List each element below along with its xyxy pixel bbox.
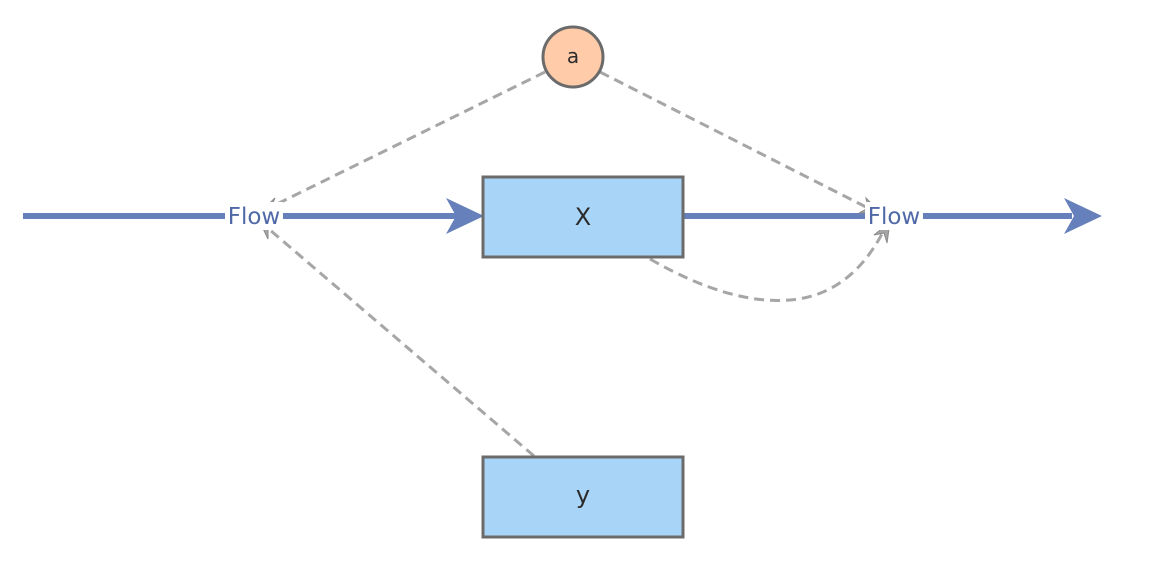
flow-out-label: Flow — [868, 204, 921, 230]
stock-y-label: y — [576, 481, 590, 509]
link-x-to-flow-out-line — [649, 231, 885, 302]
stock-x[interactable]: X — [481, 175, 685, 259]
flow-in-label: Flow — [228, 204, 281, 230]
stock-x-label: X — [575, 203, 591, 231]
stock-y[interactable]: y — [481, 455, 685, 539]
auxiliary-a[interactable]: a — [541, 25, 605, 89]
stock-x-box — [481, 175, 685, 259]
flow-in-label-bg — [225, 202, 283, 230]
stock-y-box — [481, 455, 685, 539]
auxiliary-a-label: a — [567, 44, 579, 68]
flow-in-label-group[interactable]: Flow — [225, 202, 283, 230]
flow-in-arrowhead — [446, 198, 484, 234]
flow-out-arrowhead — [1064, 198, 1102, 234]
flow-out-label-bg — [865, 202, 923, 230]
link-a-to-flow-in-line — [274, 70, 546, 207]
auxiliary-a-circle — [541, 25, 605, 89]
link-y-to-flow-in-line — [269, 228, 535, 458]
link-a-to-flow-out-line — [599, 70, 867, 209]
link-x-to-flow-out[interactable] — [649, 220, 891, 302]
flow-out-label-group[interactable]: Flow — [865, 202, 923, 230]
